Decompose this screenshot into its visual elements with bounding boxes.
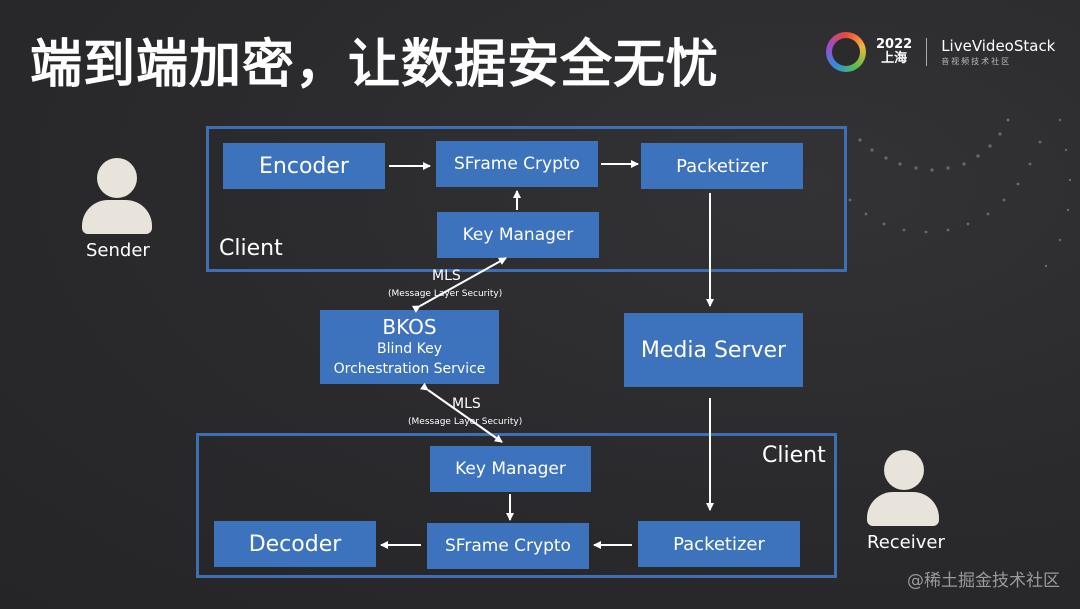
watermark: @稀土掘金技术社区 bbox=[907, 571, 1060, 591]
sender-packetizer-box: Packetizer bbox=[641, 143, 803, 189]
receiver-client-frame bbox=[196, 433, 837, 578]
sender-label: Sender bbox=[86, 240, 150, 261]
media-server-box: Media Server bbox=[624, 313, 803, 387]
event-logo-icon bbox=[826, 32, 866, 72]
arrow-mls-top-bidirectional bbox=[411, 257, 507, 313]
arrow-mls-bottom-bidirectional bbox=[419, 382, 503, 443]
logo-subtitle: 音视频技术社区 bbox=[941, 56, 1012, 66]
bkos-line1: Blind Key bbox=[377, 341, 442, 357]
sender-key-manager-box: Key Manager bbox=[437, 212, 599, 258]
sender-client-label: Client bbox=[219, 236, 283, 261]
bkos-title: BKOS bbox=[382, 315, 437, 339]
logo-year: 2022 bbox=[876, 37, 913, 52]
logo-divider bbox=[926, 38, 928, 66]
encoder-box: Encoder bbox=[223, 143, 385, 189]
receiver-label: Receiver bbox=[867, 532, 945, 553]
receiver-packetizer-box: Packetizer bbox=[638, 521, 800, 567]
decoder-box: Decoder bbox=[214, 521, 376, 567]
logo-brand: LiveVideoStack bbox=[941, 36, 1056, 55]
sender-sframe-crypto-box: SFrame Crypto bbox=[436, 141, 598, 187]
receiver-key-manager-box: Key Manager bbox=[430, 446, 591, 492]
receiver-client-label: Client bbox=[762, 443, 826, 468]
bkos-line2: Orchestration Service bbox=[333, 361, 486, 377]
logo-city: 上海 bbox=[881, 51, 908, 66]
receiver-sframe-crypto-box: SFrame Crypto bbox=[427, 523, 589, 569]
event-logo: 2022 上海 LiveVideoStack 音视频技术社区 bbox=[826, 30, 1055, 74]
bkos-box: BKOS Blind Key Orchestration Service bbox=[320, 310, 499, 384]
slide-title: 端到端加密，让数据安全无忧 bbox=[30, 35, 720, 95]
sender-client-frame bbox=[206, 126, 847, 272]
